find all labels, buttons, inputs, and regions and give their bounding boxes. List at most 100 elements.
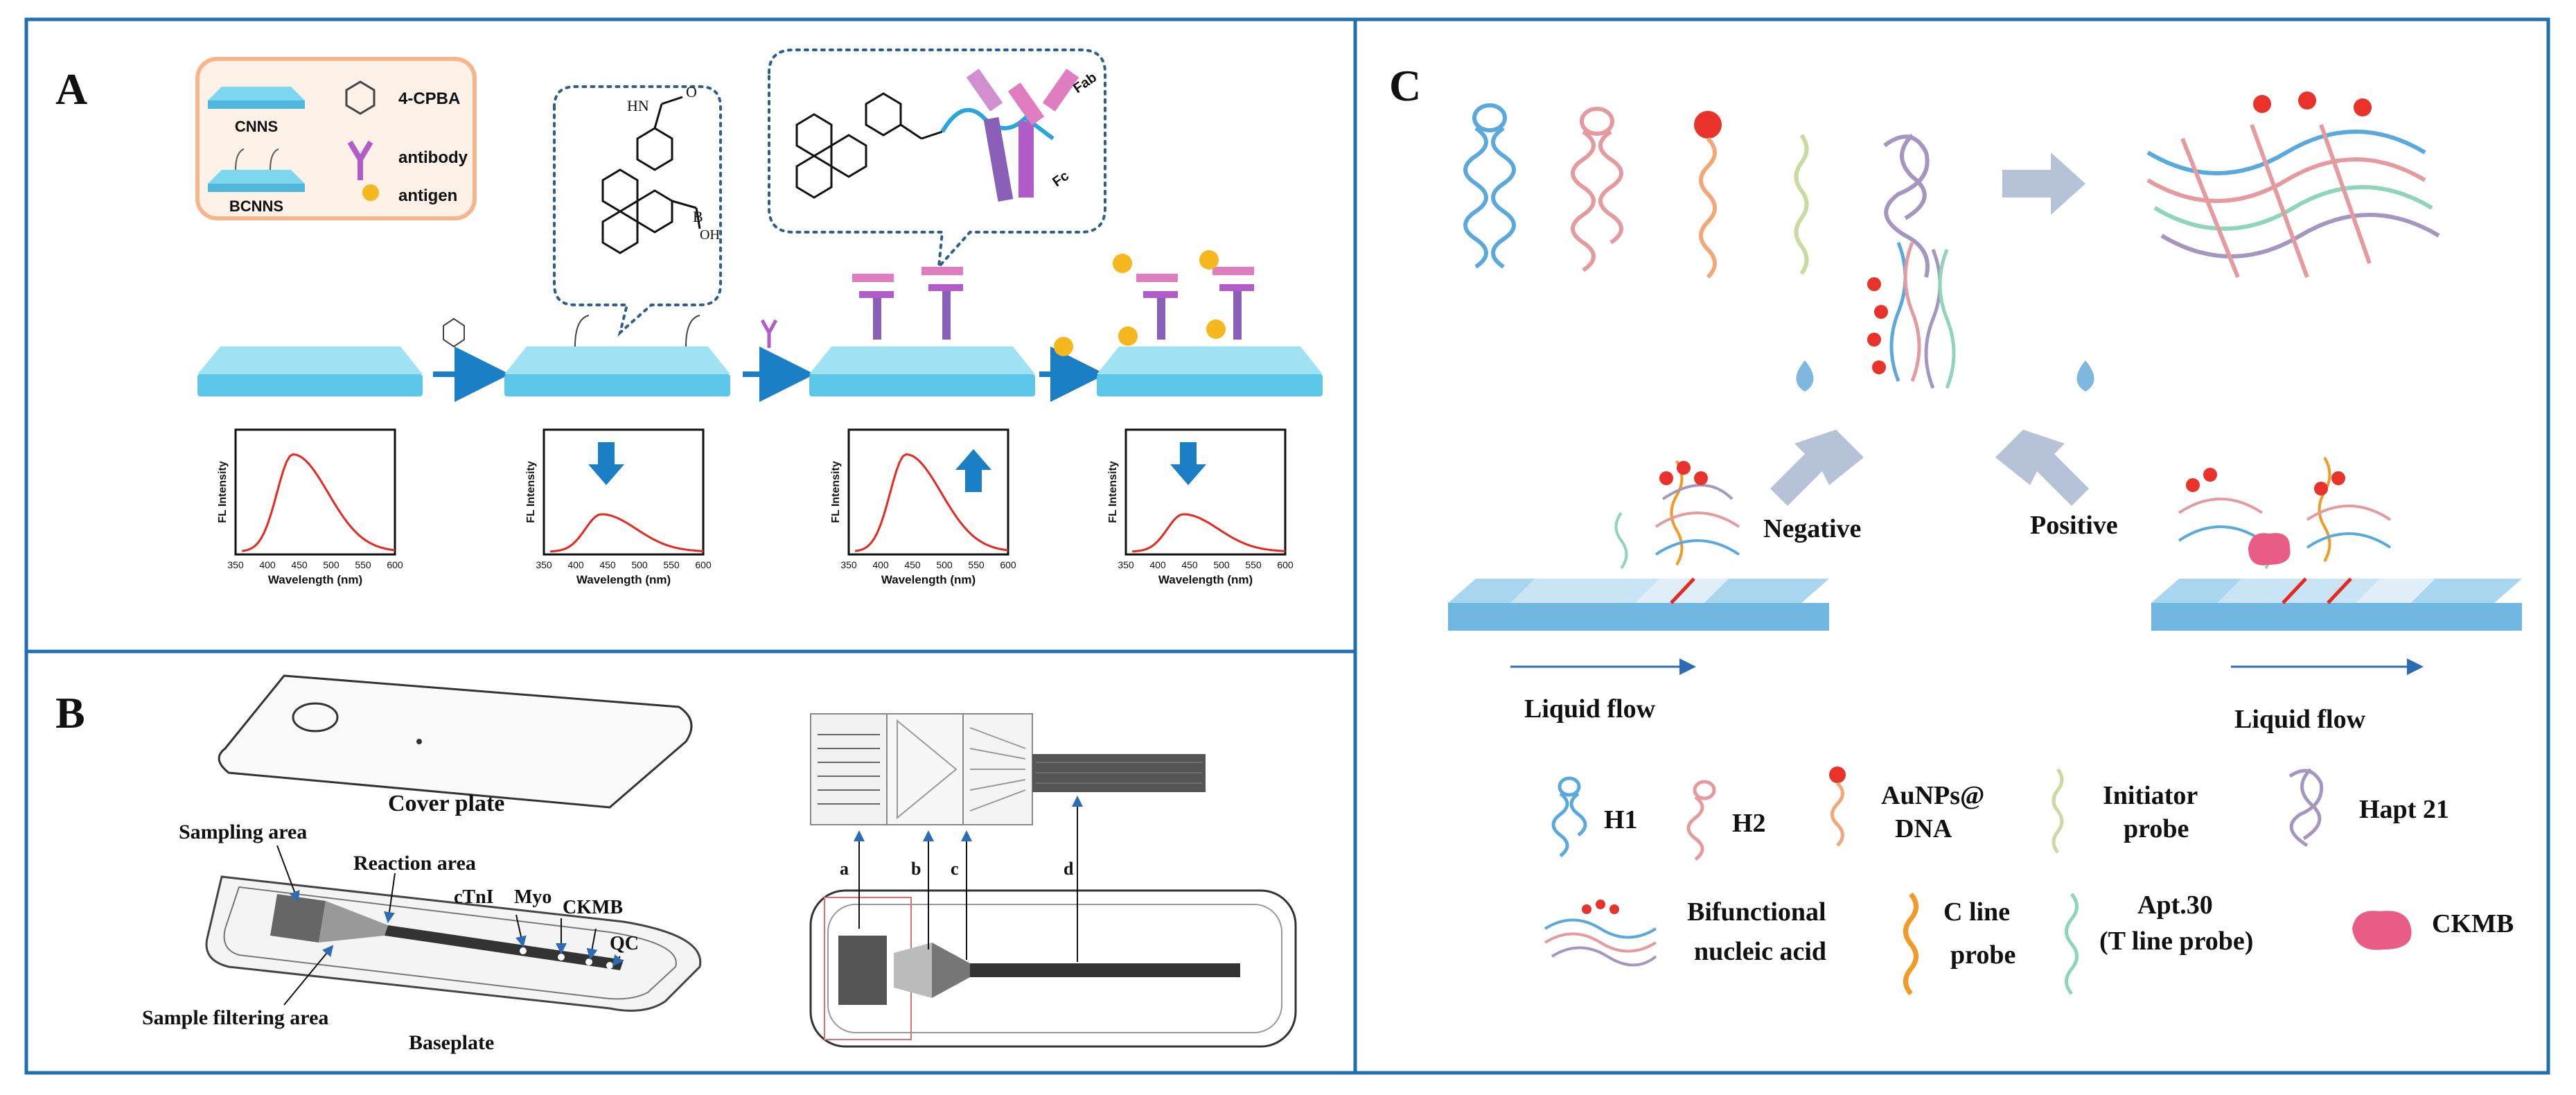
decrease-arrow-icon — [1170, 442, 1206, 485]
antibody-on-surface-1 — [852, 274, 894, 340]
plot-ylabel: FL Intensity — [830, 461, 842, 523]
legend-bcnns: BCNNS — [229, 198, 283, 215]
antibody-antigen-2 — [1199, 250, 1254, 340]
emission-curve — [550, 513, 704, 553]
panel-c-legend: H1 H2 AuNPs@ DNA Initiator probe Hapt 21 — [1544, 766, 2514, 996]
panel-a-label: A — [55, 64, 87, 114]
antibody-on-surface-2 — [921, 267, 963, 340]
zoom-b — [886, 713, 964, 825]
pos-t-line — [2282, 577, 2307, 604]
plot-tick: 450 — [1181, 559, 1198, 570]
legend-initiator-1: Initiator — [2103, 781, 2198, 810]
legend-ckmb-icon — [2352, 911, 2412, 950]
part-b-label: b — [911, 859, 921, 879]
panel-frames — [24, 17, 2550, 1075]
legend-apt-1: Apt.30 — [2137, 891, 2213, 920]
drop-left-icon — [1796, 360, 1814, 392]
platform-4 — [1097, 250, 1323, 396]
plot-tick: 550 — [355, 559, 371, 570]
cpba-reagent-icon — [443, 317, 465, 348]
chip-filter — [894, 943, 932, 998]
legend-aunps-icon — [1829, 766, 1846, 847]
assembly-arrow — [2002, 152, 2085, 215]
initiator-strand — [1794, 134, 1809, 275]
legend-ckmb: CKMB — [2432, 909, 2514, 938]
part-d-label: d — [1064, 859, 1074, 879]
qc-label: QC — [610, 933, 639, 954]
plot-tick: 600 — [387, 559, 403, 570]
plot-ylabel: FL Intensity — [217, 461, 229, 523]
bcnns-sheet-icon — [208, 170, 305, 184]
emission-curve — [854, 453, 1009, 552]
legend-initiator-icon — [2052, 768, 2064, 854]
legend-h1-icon — [1551, 776, 1587, 857]
antigen-reagent-icon — [1054, 337, 1073, 356]
pos-c-line — [2327, 577, 2352, 604]
fab-label: Fab — [1070, 70, 1100, 96]
legend-cpba: 4-CPBA — [398, 89, 460, 108]
assembled-complex — [2146, 123, 2440, 279]
antibody-bubble-icon — [966, 69, 1079, 202]
plot-frame — [542, 428, 705, 556]
plot-tick: 550 — [663, 559, 680, 570]
cpba-ring-icon — [345, 80, 376, 115]
hairpin-row — [1463, 91, 2440, 279]
panel-a-legend: CNNS BCNNS 4-CPBA antibody antigen — [195, 57, 477, 220]
emission-curve — [1132, 513, 1286, 553]
pos-liquid-flow: Liquid flow — [2234, 705, 2366, 734]
panel-c: C — [1389, 61, 2522, 996]
legend-cline-2: probe — [1950, 940, 2015, 970]
exploded-chip: Cover plate Sampling area Reaction area … — [142, 674, 702, 1054]
plot-xlabel: Wavelength (nm) — [1158, 573, 1253, 586]
platform-3 — [809, 267, 1035, 396]
panel-b: B Cover plate Sampling area Reacti — [55, 674, 1297, 1054]
bubble1-oh: OH — [700, 227, 720, 243]
legend-aunps-2: DNA — [1895, 814, 1952, 843]
panel-a: A CNNS BCNNS 4-CPBA antibody antigen — [55, 49, 1323, 586]
reaction-area-label: Reaction area — [353, 852, 476, 875]
ckmb-label-b: CKMB — [563, 897, 623, 918]
plot-tick: 450 — [599, 559, 616, 570]
plot-ylabel: FL Intensity — [525, 461, 537, 523]
plot-tick: 400 — [872, 559, 889, 570]
glycan-linker — [940, 107, 1055, 141]
part-c-label: c — [951, 859, 959, 879]
platform-row — [197, 250, 1323, 402]
plot-tick: 350 — [536, 559, 552, 570]
aunps-dna — [1694, 111, 1722, 279]
antibody-antigen-1 — [1113, 254, 1178, 346]
bubble1-hn: HN — [627, 97, 649, 114]
legend-cline-1: C line — [1943, 897, 2010, 927]
bubble1-b: B — [693, 208, 703, 225]
baseplate-label: Baseplate — [409, 1031, 494, 1054]
structure-bubble-1: HN O B OH — [553, 83, 722, 337]
part-a-label: a — [840, 859, 849, 879]
triazine-structure-2 — [795, 92, 943, 199]
plot-tick: 350 — [1118, 559, 1134, 570]
legend-cnns: CNNS — [235, 118, 278, 135]
legend-apt-2: (T line probe) — [2099, 927, 2253, 956]
plot-tick: 550 — [968, 559, 985, 570]
hapt21-strand — [1883, 133, 1930, 278]
chip-channel — [970, 963, 1240, 977]
plot-tick: 600 — [1000, 559, 1016, 570]
structure-bubble-2: Fab Fc — [768, 49, 1106, 271]
sampling-area-label: Sampling area — [179, 821, 307, 843]
legend-bifunctional-icon — [1544, 918, 1657, 967]
myo-label: Myo — [514, 886, 552, 908]
plot-tick: 600 — [1277, 559, 1294, 570]
filter-pad — [319, 901, 388, 943]
plot-tick: 500 — [323, 559, 339, 570]
legend-h1: H1 — [1604, 805, 1638, 834]
legend-apt-icon — [2065, 893, 2079, 995]
plot-xlabel: Wavelength (nm) — [576, 573, 671, 586]
cnns-sheet-icon — [208, 87, 305, 100]
legend-aunps-1: AuNPs@ — [1881, 781, 1984, 810]
fl-plots: FL Intensity 350 400 450 500 550 600Wavelength… — [217, 428, 1294, 586]
plot-tick: 500 — [936, 559, 953, 570]
legend-initiator-2: probe — [2124, 814, 2189, 843]
plot-xlabel: Wavelength (nm) — [268, 573, 362, 586]
